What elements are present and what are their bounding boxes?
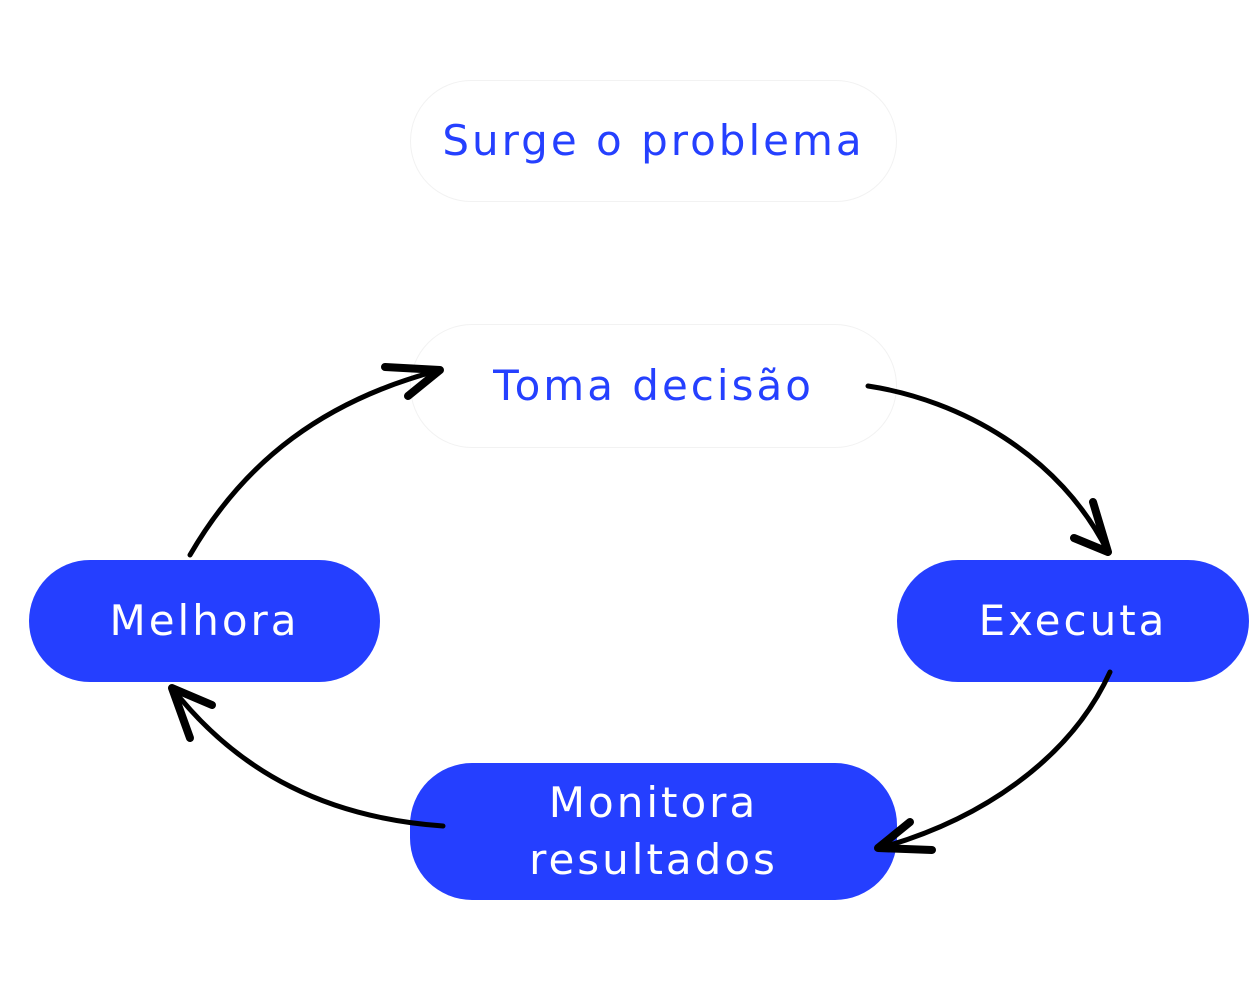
arrow-monitor-to-improve (168, 684, 446, 829)
node-label-group: Monitora resultados (529, 775, 778, 888)
node-toma-decisao: Toma decisão (410, 324, 897, 448)
node-surge-o-problema: Surge o problema (410, 80, 897, 202)
node-label: Toma decisão (493, 360, 814, 410)
node-executa: Executa (897, 560, 1249, 682)
node-label: Executa (978, 595, 1168, 645)
node-label: Melhora (109, 595, 300, 645)
node-melhora: Melhora (29, 560, 380, 682)
node-label-line-1: Monitora (548, 777, 759, 827)
node-label-line-2: resultados (529, 834, 778, 884)
arrow-improve-to-decision (187, 363, 444, 558)
arrow-execute-to-monitor (874, 669, 1113, 854)
node-label: Surge o problema (442, 115, 865, 165)
arrow-decision-to-execute (865, 383, 1112, 556)
node-monitora-resultados: Monitora resultados (410, 763, 897, 900)
